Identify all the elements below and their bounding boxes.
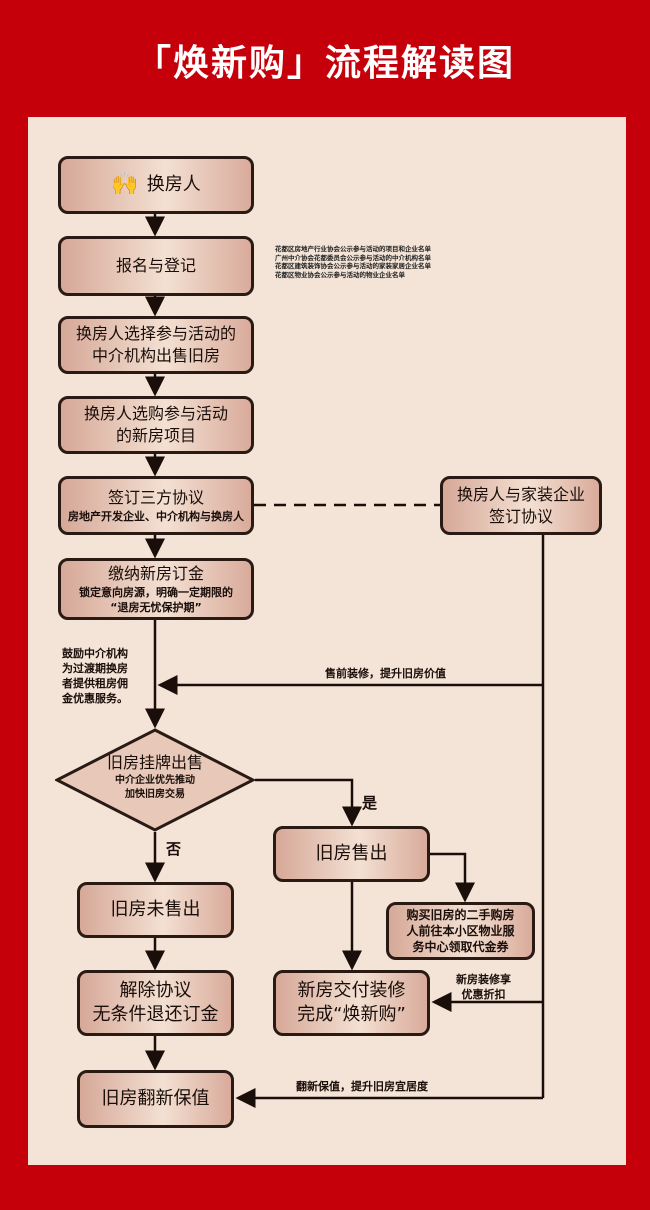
decision-text: 旧房挂牌出售 中介企业优先推动 加快旧房交易 — [106, 753, 203, 800]
step-register: 报名与登记 — [58, 236, 254, 296]
step-buyer-voucher: 购买旧房的二手购房人前往本小区物业服务中心领取代金券 — [386, 902, 535, 960]
refurb-note: 翻新保值，提升旧房宜居度 — [296, 1080, 428, 1093]
arrow-yes — [255, 778, 362, 827]
step-sold: 旧房售出 — [273, 826, 430, 882]
step-renovate: 旧房翻新保值 — [77, 1070, 234, 1128]
yes-label: 是 — [362, 794, 378, 812]
step-choose-agency: 换房人选择参与活动的中介机构出售旧房 — [58, 316, 254, 374]
step-choose-newhouse: 换房人选购参与活动的新房项目 — [58, 396, 254, 454]
step-delivery: 新房交付装修完成“焕新购” — [273, 970, 430, 1036]
step-deposit: 缴纳新房订金锁定意向房源，明确一定期限的“退房无忧保护期” — [58, 558, 254, 620]
step-cancel: 解除协议无条件退还订金 — [77, 970, 234, 1036]
step-decoration-agreement: 换房人与家装企业签订协议 — [440, 476, 602, 535]
step-home-changer: 🙌 换房人 — [58, 156, 254, 214]
discount-note: 新房装修享优惠折扣 — [456, 973, 511, 1001]
step-tripartite-agreement: 签订三方协议房地产开发企业、中介机构与换房人 — [58, 476, 254, 535]
no-label: 否 — [166, 840, 182, 858]
agency-note: 鼓励中介机构为过渡期换房者提供租房佣金优惠服务。 — [62, 647, 128, 705]
decision-diamond — [55, 728, 255, 832]
arrow — [430, 852, 475, 903]
person-icon: 🙌 — [111, 172, 139, 197]
step-unsold: 旧房未售出 — [77, 882, 234, 938]
association-lists: 花都区房地产行业协会公示参与活动的项目和企业名单广州中介协会花都委员会公示参与活… — [275, 245, 431, 279]
page-title: 「焕新购」流程解读图 — [134, 43, 515, 84]
presale-note: 售前装修，提升旧房价值 — [325, 667, 446, 680]
